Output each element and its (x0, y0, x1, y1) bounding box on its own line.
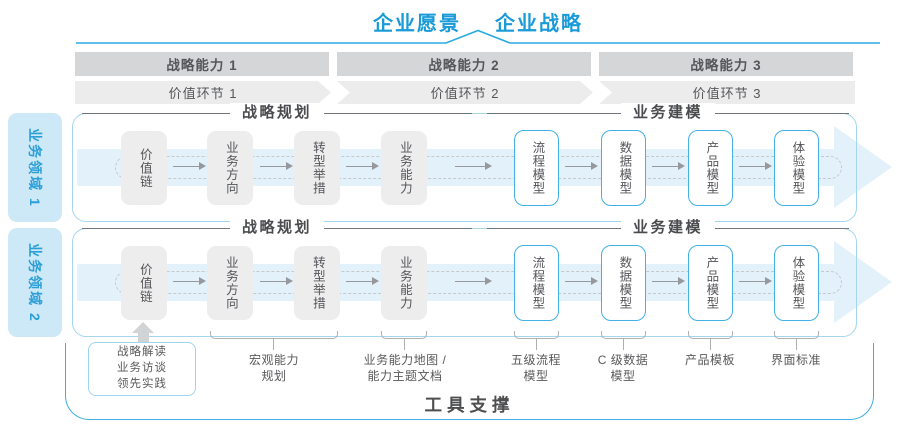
box-value-chain: 价值链 (121, 131, 167, 205)
domain-1-flow: 战略规划 业务建模 价值链 业务方向 转型举措 业务能力 流程模型 数据模型 产… (72, 103, 892, 222)
box-business-direction: 业务方向 (207, 246, 253, 320)
box-business-direction: 业务方向 (207, 131, 253, 205)
note-process-model: 五级流程 模型 (510, 353, 561, 384)
domain-tab-1-label: 业务领域 1 (27, 127, 43, 208)
flow-arrowhead-icon (834, 241, 892, 323)
flow-arrow-icon (565, 162, 598, 171)
bracket-stem (623, 339, 624, 350)
flow-arrow-icon (455, 162, 492, 171)
section-header-modeling: 业务建模 (487, 218, 849, 238)
box-business-capability: 业务能力 (381, 131, 427, 205)
box-data-model: 数据模型 (601, 245, 646, 321)
flow-arrow-icon (346, 162, 379, 171)
tool-support-label: 工具支撑 (424, 395, 515, 415)
interpretation-line-1: 战略解读 (117, 346, 167, 359)
flow-arrowhead-icon (834, 126, 892, 208)
planning-label: 战略规划 (230, 218, 325, 238)
bracket-stem (273, 339, 274, 350)
bracket-stem (710, 339, 711, 350)
bracket-stem (796, 339, 797, 350)
bracket-icon (210, 331, 338, 339)
interpretation-line-2: 业务访谈 (117, 362, 167, 375)
section-header-modeling: 业务建模 (487, 103, 849, 123)
box-business-capability: 业务能力 (381, 246, 427, 320)
box-value-chain: 价值链 (121, 246, 167, 320)
strategic-capability-3: 战略能力 3 (599, 52, 853, 76)
flow-arrow-icon (739, 162, 772, 171)
domain-2-flow: 战略规划 业务建模 价值链 业务方向 转型举措 业务能力 流程模型 数据模型 产… (72, 218, 892, 337)
bracket-icon (688, 331, 733, 339)
domain-tab-1: 业务领域 1 (8, 113, 62, 222)
flow-arrow-icon (173, 162, 206, 171)
note-data-model: C 级数据 模型 (597, 353, 649, 384)
strategic-capability-row: 战略能力 1 战略能力 2 战略能力 3 (75, 52, 853, 76)
flow-arrow-icon (173, 277, 206, 286)
strategic-capability-1: 战略能力 1 (75, 52, 329, 76)
value-link-2: 价值环节 2 (337, 81, 593, 104)
box-process-model: 流程模型 (514, 245, 559, 321)
header-titles: 企业愿景 企业战略 (46, 7, 910, 36)
domain-outline (72, 228, 857, 337)
flow-arrow-icon (260, 162, 293, 171)
box-transformation-initiatives: 转型举措 (294, 246, 340, 320)
strategy-interpretation-box: 战略解读 业务访谈 领先实践 (88, 342, 196, 396)
box-experience-model: 体验模型 (774, 130, 819, 206)
bracket-stem (536, 339, 537, 350)
flow-arrow-icon (652, 162, 685, 171)
modeling-label: 业务建模 (621, 103, 716, 123)
value-link-1: 价值环节 1 (75, 81, 331, 104)
note-product-template: 产品模板 (684, 353, 735, 367)
flow-arrow-icon (455, 277, 492, 286)
note-macro-capability: 宏观能力 规划 (248, 353, 299, 384)
value-link-row: 价值环节 1 价值环节 2 价值环节 3 (75, 81, 855, 104)
modeling-label: 业务建模 (621, 218, 716, 238)
bracket-icon (774, 331, 819, 339)
box-data-model: 数据模型 (601, 130, 646, 206)
section-header-planning: 战略规划 (82, 218, 472, 238)
section-header-planning: 战略规划 (82, 103, 472, 123)
flow-arrow-icon (260, 277, 293, 286)
up-arrow-icon (132, 322, 154, 333)
box-experience-model: 体验模型 (774, 245, 819, 321)
flow-arrow-icon (739, 277, 772, 286)
box-product-model: 产品模型 (688, 245, 733, 321)
box-product-model: 产品模型 (688, 130, 733, 206)
tool-support-container (65, 343, 874, 420)
domain-tab-2-label: 业务领域 2 (27, 242, 43, 323)
domain-tab-2: 业务领域 2 (8, 228, 62, 337)
note-capability-map: 业务能力地图 / 能力主题文档 (363, 353, 447, 384)
dashed-track (115, 271, 842, 294)
planning-label: 战略规划 (230, 103, 325, 123)
box-transformation-initiatives: 转型举措 (294, 131, 340, 205)
bracket-icon (514, 331, 559, 339)
bracket-stem (404, 339, 405, 350)
flow-arrow-icon (652, 277, 685, 286)
bracket-icon (381, 331, 427, 339)
domain-outline (72, 113, 857, 222)
flow-arrow-icon (346, 277, 379, 286)
interpretation-line-3: 领先实践 (117, 377, 167, 390)
enterprise-strategy-title: 企业战略 (495, 13, 583, 35)
caret-line-icon (76, 29, 880, 44)
bracket-icon (601, 331, 646, 339)
flow-arrow-icon (565, 277, 598, 286)
up-arrow-stem (138, 332, 149, 343)
dashed-track (115, 156, 842, 179)
box-process-model: 流程模型 (514, 130, 559, 206)
enterprise-vision-title: 企业愿景 (373, 13, 461, 35)
note-interface-standard: 界面标准 (770, 353, 821, 367)
value-link-3: 价值环节 3 (599, 81, 855, 104)
strategic-capability-2: 战略能力 2 (337, 52, 591, 76)
